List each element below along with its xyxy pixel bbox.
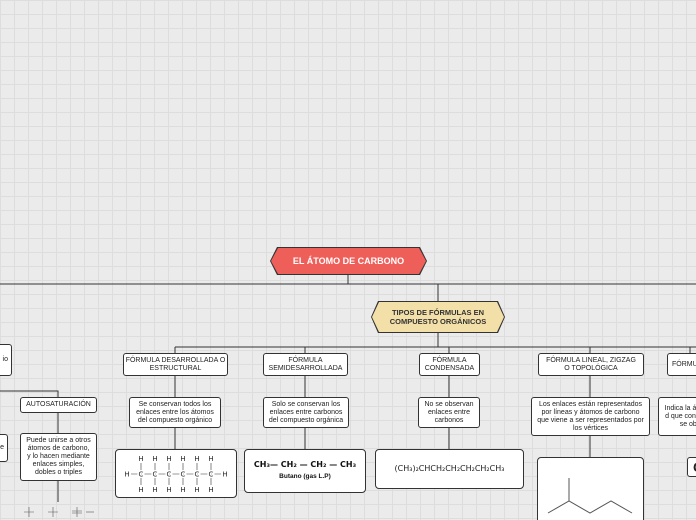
bond-types-image [24, 507, 94, 517]
partial-left-desc-text: e [0, 444, 4, 451]
condensada-image: (CH₃)₂CHCH₂CH₂CH₂CH₂CH₃ [375, 449, 524, 489]
condensada-topic[interactable]: FÓRMULA CONDENSADA [419, 353, 480, 376]
svg-text:C: C [195, 471, 200, 479]
butane-formula: CH₃— CH₂ — CH₂ — CH₃ [253, 460, 357, 469]
svg-text:H: H [180, 486, 185, 494]
svg-text:H: H [152, 486, 157, 494]
molecular-topic[interactable]: FÓRMULA MO [667, 353, 696, 376]
skeletal-formula-diagram [547, 477, 633, 514]
desarrollada-topic[interactable]: FÓRMULA DESARROLLADA O ESTRUCTURAL [123, 353, 228, 376]
autosaturacion-desc[interactable]: Puede unirse a otros átomos de carbono, … [20, 433, 97, 481]
molecular-formula-image: C [687, 457, 696, 477]
svg-text:H: H [138, 455, 143, 463]
partial-left-text: io [2, 356, 8, 363]
connector-left-branch [0, 390, 59, 397]
svg-text:C: C [139, 471, 144, 479]
svg-text:H: H [166, 455, 171, 463]
svg-text:C: C [209, 471, 214, 479]
svg-text:H: H [208, 486, 213, 494]
molecular-desc[interactable]: Indica la átomos d que confor No se obs [658, 397, 696, 436]
molecular-formula-text: C [693, 460, 696, 474]
svg-text:H: H [194, 455, 199, 463]
autosaturacion-topic[interactable]: AUTOSATURACIÓN [20, 397, 97, 413]
svg-text:C: C [153, 471, 158, 479]
root-topic[interactable]: EL ÁTOMO DE CARBONO [271, 248, 426, 274]
desarrollada-structure-image: H H H H H H H H H H H H H H C C C C C C [115, 449, 237, 498]
svg-text:H: H [152, 455, 157, 463]
svg-text:H: H [194, 486, 199, 494]
svg-text:H: H [138, 486, 143, 494]
svg-text:C: C [167, 471, 172, 479]
desarrollada-desc[interactable]: Se conservan todos los enlaces entre los… [129, 397, 221, 428]
lineal-topic[interactable]: FÓRMULA LINEAL, ZIGZAG O TOPOLÓGICA [538, 353, 644, 376]
condensada-desc[interactable]: No se observan enlaces entre carbonos [418, 397, 480, 428]
butane-caption: Butano (gas L.P) [279, 473, 331, 480]
svg-text:H: H [222, 471, 227, 479]
svg-text:H: H [208, 455, 213, 463]
partial-left-desc[interactable]: e [0, 434, 8, 462]
svg-text:H: H [180, 455, 185, 463]
svg-text:C: C [181, 471, 186, 479]
hexane-structural-diagram: H H H H H H H H H H H H H H C C C C C C [124, 455, 227, 494]
formula-types-topic[interactable]: TIPOS DE FÓRMULAS EN COMPUESTO ORGÁNICOS [372, 302, 504, 332]
svg-text:H: H [124, 471, 129, 479]
condensed-formula: (CH₃)₂CHCH₂CH₂CH₂CH₂CH₃ [394, 464, 505, 473]
svg-text:H: H [166, 486, 171, 494]
semidesarrollada-desc[interactable]: Solo se conservan los enlaces entre carb… [263, 397, 349, 428]
semidesarrollada-topic[interactable]: FÓRMULA SEMIDESARROLLADA [263, 353, 348, 376]
semidesarrollada-image: CH₃— CH₂ — CH₂ — CH₃ Butano (gas L.P) [244, 449, 366, 493]
lineal-desc[interactable]: Los enlaces están representados por líne… [531, 397, 650, 436]
lineal-skeletal-image [537, 457, 644, 520]
partial-left-topic[interactable]: io [0, 344, 12, 376]
